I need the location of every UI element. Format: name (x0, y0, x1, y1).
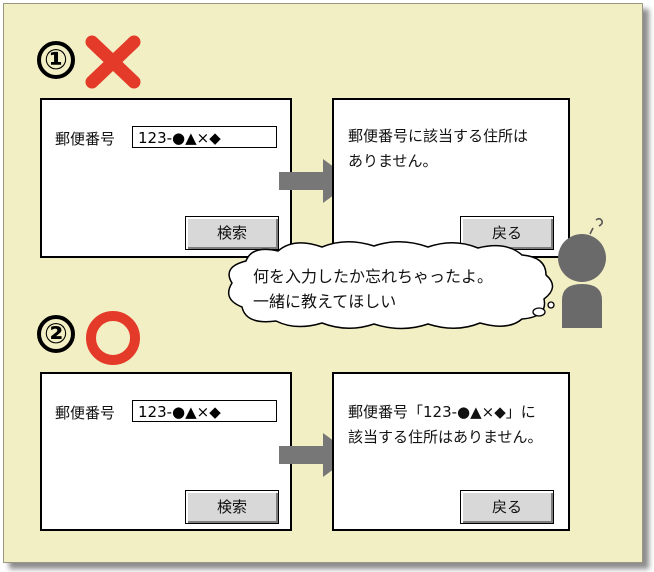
illustration-frame: ① 郵便番号 123-●▲×◆ 検索 郵便番号に該当する住所は ありません。 戻… (3, 3, 643, 563)
result-message-line: 郵便番号「123-●▲×◆」に (348, 403, 536, 421)
postal-code-label: 郵便番号 (55, 130, 116, 148)
section-1-number: ① (37, 41, 75, 79)
result-window: 郵便番号に該当する住所は ありません。 戻る (332, 98, 570, 258)
speech-bubble (227, 241, 555, 330)
search-window: 郵便番号 123-●▲×◆ 検索 (40, 98, 292, 258)
result-message-line: 郵便番号に該当する住所は (348, 127, 529, 145)
speech-bubble-line: 一緒に教えてほしい (253, 292, 397, 311)
section-2-number: ② (37, 315, 75, 353)
result-message-line: 該当する住所はありません。 (348, 428, 543, 446)
back-button[interactable]: 戻る (460, 490, 554, 524)
postal-code-input[interactable]: 123-●▲×◆ (132, 126, 277, 148)
result-message: 郵便番号「123-●▲×◆」に 該当する住所はありません。 (348, 400, 543, 450)
cross-mark-icon (85, 35, 141, 89)
circle-mark-icon (86, 311, 140, 365)
search-window: 郵便番号 123-●▲×◆ 検索 (40, 372, 292, 531)
speech-bubble-text: 何を入力したか忘れちゃったよ。 一緒に教えてほしい (253, 264, 493, 314)
search-button[interactable]: 検索 (185, 216, 279, 250)
search-button[interactable]: 検索 (185, 490, 279, 524)
speech-bubble-line: 何を入力したか忘れちゃったよ。 (253, 267, 494, 286)
result-window: 郵便番号「123-●▲×◆」に 該当する住所はありません。 戻る (332, 372, 570, 531)
person-icon (558, 217, 606, 328)
postal-code-input[interactable]: 123-●▲×◆ (132, 400, 277, 422)
result-message-line: ありません。 (348, 152, 438, 170)
postal-code-label: 郵便番号 (55, 404, 116, 422)
result-message: 郵便番号に該当する住所は ありません。 (348, 124, 528, 174)
